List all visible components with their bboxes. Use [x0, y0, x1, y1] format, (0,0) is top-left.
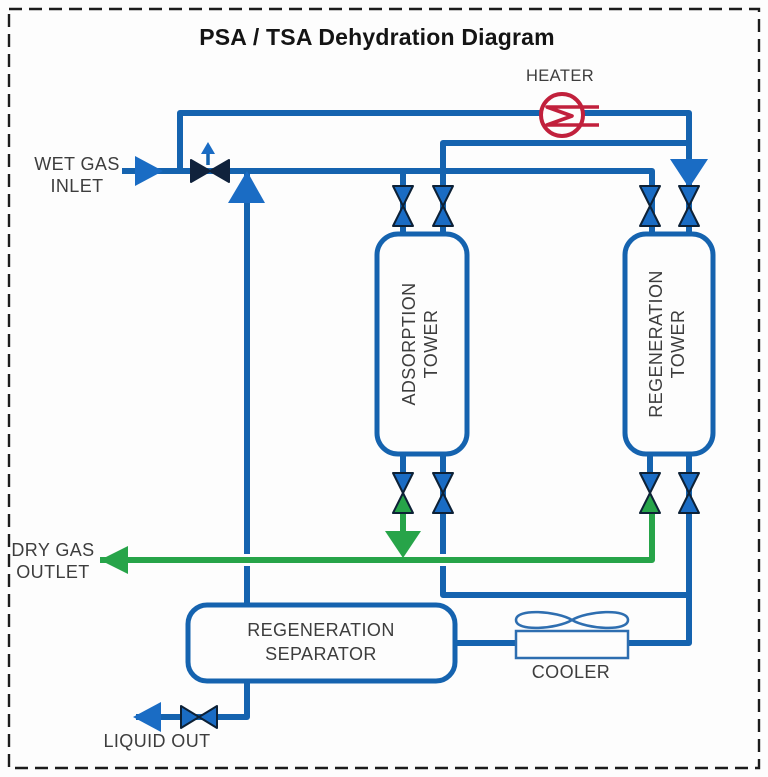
svg-text:ADSORPTION: ADSORPTION: [399, 282, 419, 405]
adsorption-tower-vessel: [374, 231, 470, 457]
svg-text:TOWER: TOWER: [668, 310, 688, 379]
heater-coil-glyph: [545, 105, 599, 127]
heater-icon: [539, 92, 599, 138]
regen-feed-down-arrow-icon: [670, 159, 708, 188]
wet-gas-inlet-arrow-icon: [135, 156, 163, 186]
heater-circle: [539, 92, 585, 138]
regeneration-separator-label-line1: REGENERATION: [247, 620, 394, 640]
valve-adsorption-bottom-left: [392, 472, 414, 514]
dashed-border-frame: [7, 7, 761, 770]
liquid-out-arrow-icon: [133, 702, 161, 732]
valve-regeneration-bottom-right: [678, 472, 700, 514]
valve-adsorption-top-left: [392, 185, 414, 227]
page-title: PSA / TSA Dehydration Diagram: [199, 24, 555, 50]
wet-gas-inlet-label-line2: INLET: [50, 176, 103, 196]
regeneration-tower-label: REGENERATION TOWER: [646, 270, 688, 417]
adsorption-dry-gas-down-arrow-icon: [385, 531, 421, 558]
dry-gas-outlet-label-line2: OUTLET: [16, 562, 89, 582]
regeneration-tower-vessel: [622, 231, 716, 457]
pipe-dry-gas-main: [100, 513, 655, 563]
valve-liquid-out: [180, 705, 218, 729]
regeneration-separator-label-line2: SEPARATOR: [265, 644, 377, 664]
cooler-label: COOLER: [532, 662, 610, 682]
dry-gas-outlet-arrow-icon: [100, 546, 128, 574]
liquid-out-label: LIQUID OUT: [103, 731, 210, 751]
regeneration-separator-vessel: [185, 602, 458, 684]
pipe-liquid-out: [136, 681, 250, 720]
valve-regeneration-top-right: [678, 185, 700, 227]
pipe-heater-loop: [177, 110, 692, 236]
actuator-arrow-icon: [201, 142, 215, 154]
adsorption-tower-label: ADSORPTION TOWER: [399, 282, 441, 405]
valve-adsorption-top-right: [432, 185, 454, 227]
valve-regeneration-bottom-left: [639, 472, 661, 514]
heater-label: HEATER: [526, 67, 594, 85]
dry-gas-network: [100, 513, 655, 566]
cooler-box: [514, 629, 630, 660]
valve-adsorption-bottom-right: [432, 472, 454, 514]
svg-text:TOWER: TOWER: [421, 310, 441, 379]
wet-gas-inlet-label-line1: WET GAS: [34, 154, 119, 174]
valve-regeneration-top-left: [639, 185, 661, 227]
dry-gas-outlet-label-line1: DRY GAS: [11, 540, 94, 560]
valve-inlet-control: [190, 142, 230, 183]
pipe-wet-gas-main: [122, 168, 655, 236]
svg-text:REGENERATION: REGENERATION: [646, 270, 666, 417]
cooler-fan-icon: [514, 610, 630, 630]
recycle-up-arrow-icon: [228, 171, 265, 203]
